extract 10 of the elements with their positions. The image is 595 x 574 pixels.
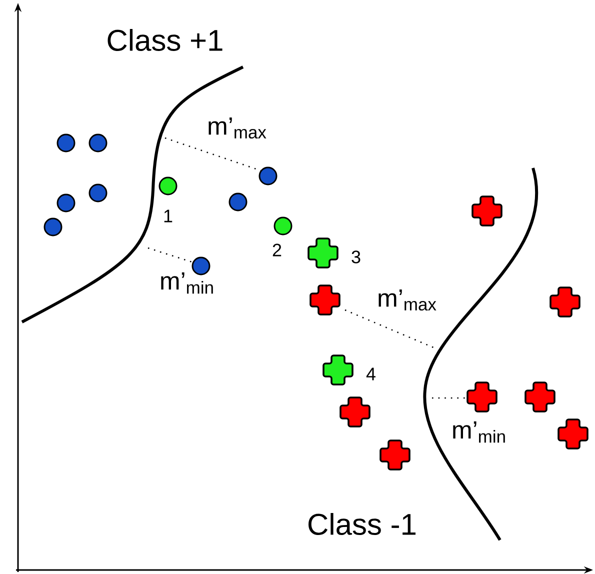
- class-label: Class +1: [108, 28, 222, 52]
- margin-label: m’$_{min}$: [161, 272, 213, 294]
- point-number: 2: [272, 244, 282, 256]
- point-number: 1: [164, 210, 172, 222]
- point-number: 3: [352, 250, 360, 264]
- margin-label: m’$_{max}$: [378, 289, 436, 311]
- point-number: 4: [366, 368, 376, 380]
- margin-label: m’$_{min}$: [453, 421, 505, 443]
- margin-label: m’$_{max}$: [208, 117, 266, 139]
- class-label: Class -1: [308, 512, 416, 536]
